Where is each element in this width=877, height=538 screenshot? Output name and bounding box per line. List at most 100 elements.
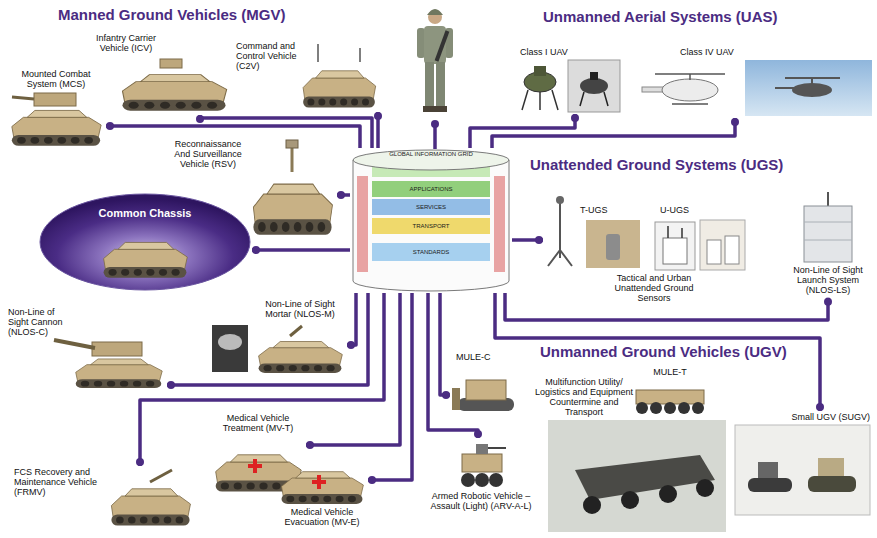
u-ugs-sensor — [700, 220, 745, 270]
system-label: FCS Recovery and Maintenance Vehicle (FR… — [14, 468, 106, 498]
class1-uav — [534, 66, 546, 76]
sugv-photo — [748, 478, 792, 492]
soldier-figure — [417, 9, 453, 112]
c2v-vehicle — [318, 44, 360, 62]
connector-dot — [196, 115, 204, 123]
t-ugs-sensor — [586, 220, 640, 268]
nlos-m-vehicle — [212, 325, 342, 373]
connector-dot — [337, 191, 345, 199]
soldier-figure — [423, 106, 435, 112]
class1-uav — [590, 72, 598, 80]
nlos-ls-launcher — [804, 222, 852, 240]
system-item: Non-Line of Sight Mortar (NLOS-M) — [253, 298, 347, 377]
mule-c-robot — [452, 380, 514, 411]
mv-e-vehicle — [282, 472, 364, 504]
network-link — [140, 293, 384, 466]
sugv-photo — [818, 458, 844, 476]
connector-dot — [167, 381, 175, 389]
class1-uav — [580, 78, 608, 94]
soldier-figure — [417, 28, 425, 58]
soldier-figure — [435, 30, 450, 61]
label-block: Infantry Carrier Vehicle (ICV) — [90, 34, 162, 54]
u-ugs-sensor — [707, 240, 721, 264]
mule-t-robot — [664, 402, 676, 414]
picture-area — [796, 192, 860, 264]
icv-vehicle — [122, 75, 226, 111]
system-label: Command and Control Vehicle (C2V) — [236, 42, 298, 72]
sugv-photo — [735, 425, 870, 515]
nlos-m-vehicle — [259, 342, 343, 373]
connector-dot — [824, 298, 832, 306]
nlos-c-vehicle — [54, 340, 95, 348]
network-link — [252, 248, 350, 252]
chassis-label: Common Chassis — [38, 192, 252, 219]
nlos-m-vehicle — [212, 325, 248, 372]
c2v-vehicle — [303, 44, 376, 108]
picture-area — [300, 42, 384, 110]
label-block: Command and Control Vehicle (C2V) — [236, 42, 298, 72]
network-cylinder: GLOBAL INFORMATION GRIDAPPLICATIONSSERVI… — [350, 148, 512, 293]
soldier-figure — [435, 106, 447, 112]
picture-area — [255, 322, 345, 375]
label-block: Non-Line of Sight Launch System (NLOS-LS… — [784, 266, 872, 296]
group-heading: Unmanned Ground Vehicles (UGV) — [540, 343, 787, 360]
system-label: Non-Line of Sight Cannon (NLOS-C) — [8, 308, 72, 338]
connector-dot — [731, 118, 739, 126]
mule-t-robot — [678, 402, 690, 414]
frmv-vehicle — [111, 470, 190, 526]
soldier-link — [431, 120, 439, 128]
system-item: Class IV UAV — [638, 46, 874, 118]
system-item: Infantry Carrier Vehicle (ICV) — [116, 32, 232, 115]
connector-dot — [252, 246, 260, 254]
rsv-vehicle — [291, 148, 294, 172]
t-ugs-sensor — [606, 234, 620, 260]
class4-uav — [745, 60, 872, 116]
sugv-photo — [758, 462, 778, 478]
network-link — [428, 293, 478, 438]
picture-area — [278, 460, 366, 506]
layer-label: GLOBAL INFORMATION GRID — [350, 150, 512, 158]
u-ugs-sensor — [725, 236, 739, 264]
rsv-vehicle — [286, 140, 298, 148]
system-label: T-UGS — [580, 206, 608, 216]
rsv-vehicle — [253, 140, 332, 235]
rsv-vehicle — [253, 184, 332, 235]
picture-area — [655, 218, 745, 270]
mule-photo — [583, 479, 714, 514]
arv-robot — [461, 473, 503, 487]
mule-photo — [548, 420, 726, 532]
picture-area — [548, 420, 726, 532]
u-ugs-sensor — [655, 220, 745, 270]
class4-uav — [792, 83, 832, 97]
mule-t-robot — [650, 402, 662, 414]
system-item: Non-Line of Sight Launch System (NLOS-LS… — [782, 190, 874, 298]
label-block: Mounted Combat System (MCS) — [17, 70, 95, 90]
label-block: U-UGS — [660, 206, 689, 216]
label-block: Class IV UAV — [680, 48, 734, 58]
system-label: Class I UAV — [520, 48, 568, 58]
mule-photo — [583, 496, 601, 514]
picture-area — [735, 425, 870, 515]
connector-dot — [442, 391, 450, 399]
network-link — [368, 293, 412, 480]
mule-t-robot — [636, 402, 648, 414]
mule-photo — [696, 479, 714, 497]
class1-uav — [522, 90, 558, 110]
system-item: Armed Robotic Vehicle – Assault (Light) … — [423, 438, 539, 514]
picture-area — [640, 60, 872, 116]
system-label: Armed Robotic Vehicle – Assault (Light) … — [425, 492, 537, 512]
label-block: Reconnaissance And Surveillance Vehicle … — [168, 140, 248, 170]
label-block: MULE-C — [456, 353, 491, 363]
nlos-c-vehicle — [76, 359, 162, 388]
mv-t-vehicle — [253, 459, 257, 473]
u-ugs-sensor — [668, 226, 682, 238]
system-label: Medical Vehicle Treatment (MV-T) — [216, 414, 300, 434]
picture-area — [452, 440, 510, 490]
connector-dot — [368, 476, 376, 484]
picture-area — [108, 468, 193, 528]
arv-robot — [476, 444, 488, 454]
mule-photo — [575, 455, 715, 500]
mule-photo — [548, 420, 726, 532]
connector-dot — [816, 403, 824, 411]
